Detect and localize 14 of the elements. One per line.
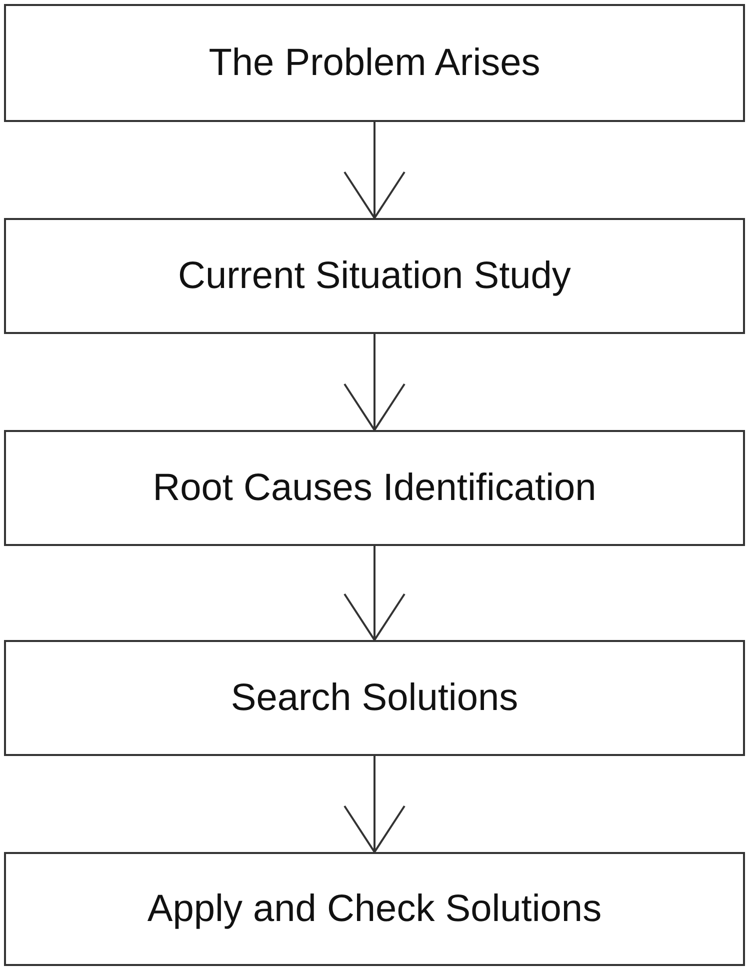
step-label: Root Causes Identification bbox=[152, 466, 596, 510]
step-label: Current Situation Study bbox=[178, 254, 571, 298]
process-box bbox=[4, 218, 745, 334]
step-label: Apply and Check Solutions bbox=[147, 888, 602, 930]
process-box bbox=[4, 430, 745, 546]
step-label: Search Solutions bbox=[230, 676, 518, 720]
process-box bbox=[4, 852, 745, 966]
arrow bbox=[344, 756, 406, 853]
step-label: The Problem Arises bbox=[208, 42, 540, 84]
arrow bbox=[344, 122, 406, 219]
arrow bbox=[344, 546, 406, 641]
arrow bbox=[344, 334, 406, 431]
process-box bbox=[4, 640, 745, 756]
process-box bbox=[4, 4, 745, 122]
